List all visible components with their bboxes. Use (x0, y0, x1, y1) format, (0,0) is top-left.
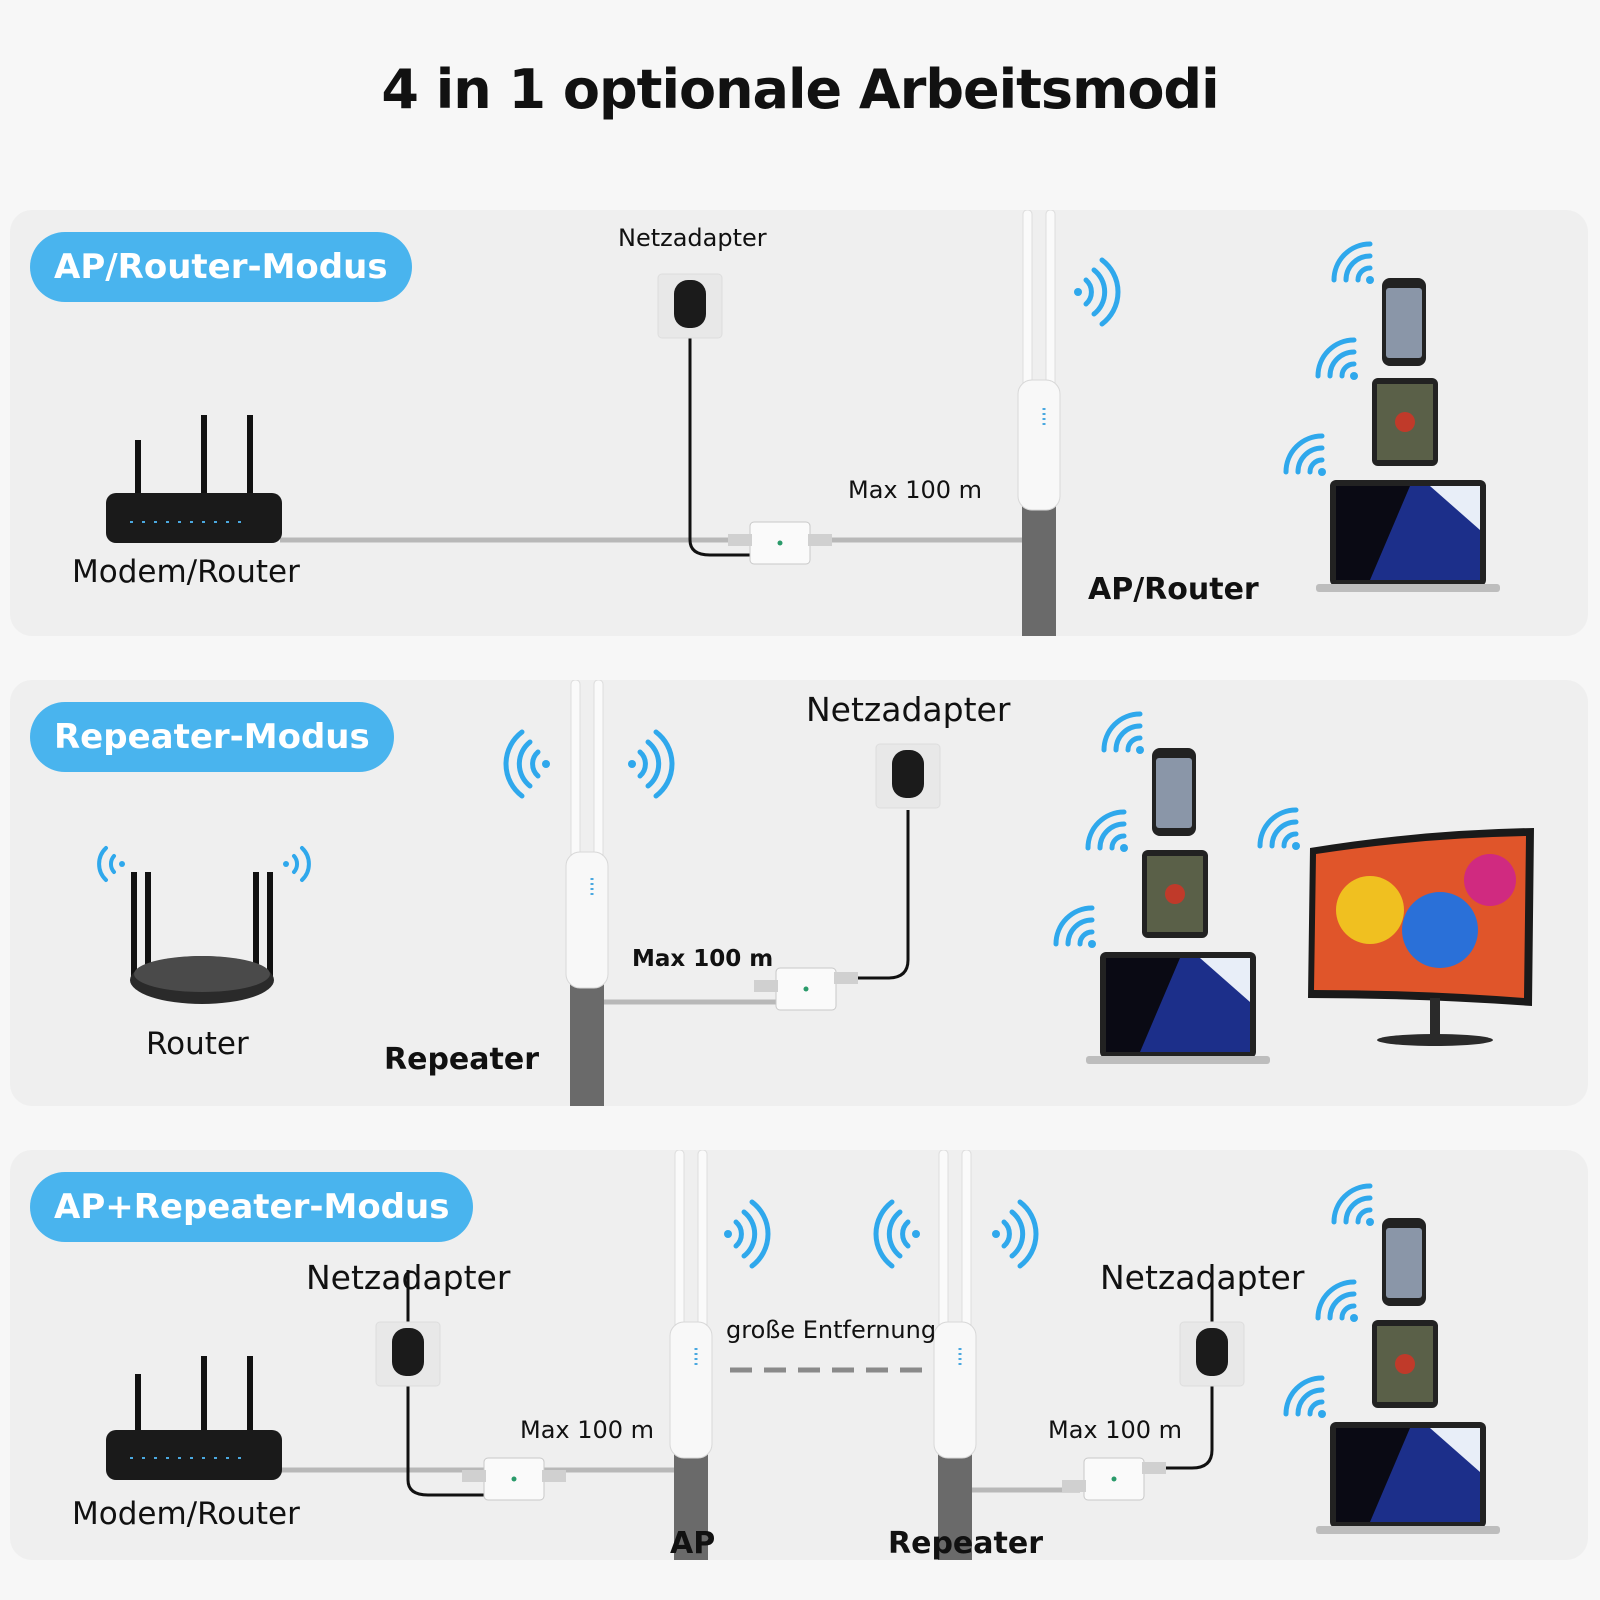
power-cable (688, 330, 755, 557)
power-adapter-icon (657, 273, 723, 339)
tablet-icon (1142, 850, 1208, 938)
power-adapter-icon (875, 743, 941, 809)
panel-ap-repeater-mode: AP+Repeater-Modus Netzadapter Netzadapte… (10, 1150, 1588, 1560)
wifi-signal-icon (97, 846, 311, 882)
power-cable (406, 1270, 484, 1497)
poe-splitter-icon (754, 967, 858, 1011)
power-cable (840, 810, 910, 980)
adapter-label: Netzadapter (618, 224, 767, 252)
distance-label: Max 100 m (848, 476, 983, 504)
device-label: Repeater (384, 1042, 539, 1077)
device-label-repeater: Repeater (888, 1526, 1043, 1560)
outdoor-ap-icon (1017, 210, 1061, 636)
panel-ap-router-mode: AP/Router-Modus Netzadapter Max 100 m Mo… (10, 210, 1588, 636)
adapter-label-right: Netzadapter (1100, 1258, 1305, 1297)
source-label: Modem/Router (72, 1496, 300, 1532)
monitor-icon (1308, 828, 1534, 1046)
wifi-signal-icon (1283, 241, 1374, 476)
mode-badge: AP/Router-Modus (30, 232, 412, 302)
distance-label-right: Max 100 m (1048, 1416, 1183, 1444)
source-label: Modem/Router (72, 554, 300, 590)
panel-2-illustration (97, 680, 1534, 1106)
mode-badge: Repeater-Modus (30, 702, 394, 772)
outdoor-repeater-icon (933, 1150, 977, 1560)
poe-splitter-icon (1062, 1457, 1166, 1501)
wifi-signal-icon (1053, 711, 1300, 948)
wifi-signal-icon (724, 1199, 1039, 1269)
modem-router-icon (106, 415, 282, 543)
device-label-ap: AP (670, 1526, 716, 1560)
smartphone-icon (1152, 748, 1196, 836)
wifi-signal-icon (1283, 1183, 1374, 1418)
gap-label: große Entfernung (726, 1316, 937, 1344)
smartphone-icon (1382, 278, 1426, 366)
panel-3-illustration (106, 1150, 1500, 1560)
mode-badge: AP+Repeater-Modus (30, 1172, 474, 1242)
wifi-signal-icon (1074, 257, 1121, 327)
device-label: AP/Router (1088, 572, 1259, 607)
power-adapter-icon (375, 1321, 441, 1387)
adapter-label: Netzadapter (806, 690, 1011, 729)
poe-splitter-icon (728, 521, 832, 565)
distance-label-left: Max 100 m (520, 1416, 655, 1444)
tablet-icon (1372, 378, 1438, 466)
outdoor-ap-icon (669, 1150, 713, 1560)
laptop-icon (1316, 480, 1500, 592)
distance-label: Max 100 m (632, 946, 774, 972)
router-icon (130, 872, 274, 1004)
power-adapter-icon (1179, 1321, 1245, 1387)
panel-1-illustration (106, 210, 1500, 636)
page-title: 4 in 1 optionale Arbeitsmodi (381, 58, 1219, 121)
tablet-icon (1372, 1320, 1438, 1408)
wifi-signal-icon (503, 729, 675, 799)
source-label: Router (146, 1026, 249, 1062)
adapter-label-left: Netzadapter (306, 1258, 511, 1297)
outdoor-repeater-icon (565, 680, 609, 1106)
panel-repeater-mode: Repeater-Modus Netzadapter Max 100 m Rou… (10, 680, 1588, 1106)
laptop-icon (1086, 952, 1270, 1064)
poe-splitter-icon (462, 1457, 566, 1501)
power-cable (1140, 1270, 1214, 1470)
smartphone-icon (1382, 1218, 1426, 1306)
laptop-icon (1316, 1422, 1500, 1534)
modem-router-icon (106, 1356, 282, 1480)
